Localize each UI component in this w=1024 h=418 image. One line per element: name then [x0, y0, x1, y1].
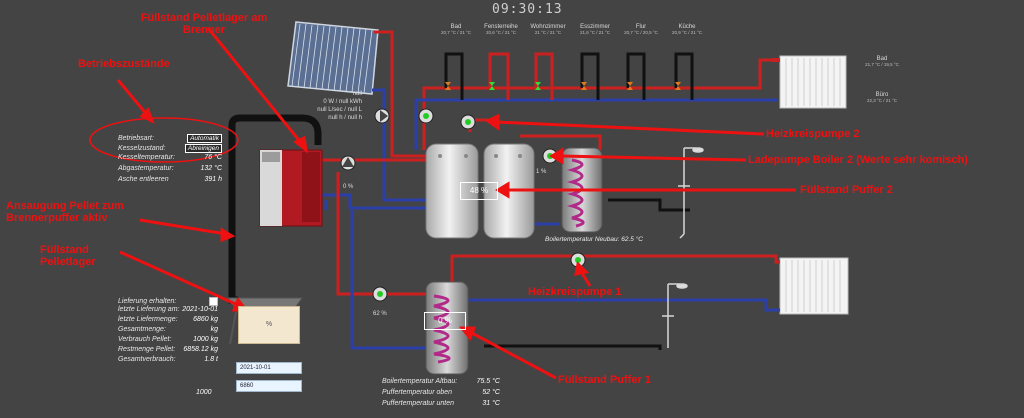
delivery-amount-input[interactable]: 6860 — [236, 380, 302, 392]
boiler-neubau-temp: Boilertemperatur Neubau: 62.5 °C — [545, 236, 643, 243]
altbau-label: Puffertemperatur unten — [382, 400, 454, 407]
betriebsart-label: Betriebsart: — [118, 134, 154, 142]
pump-percent: 0 % — [343, 184, 354, 190]
room-temp: 20,9 °C / 21 °C — [671, 30, 703, 35]
altbau-value: 52 °C — [482, 389, 500, 396]
delivery-value: 1.8 t — [204, 356, 218, 363]
pump-icon — [374, 108, 390, 124]
room-temp: 21,6 °C / 21 °C — [579, 30, 611, 35]
altbau-value: 31 °C — [482, 400, 500, 407]
room-name: Wohnzimmer — [530, 24, 566, 30]
room-name: Küche — [678, 24, 696, 30]
asche-value: 391 h — [204, 176, 222, 183]
solar-line: null h / null h — [328, 115, 362, 121]
room-temp: 21,7 °C / 19,5 °C — [865, 62, 899, 67]
room-label-bad-radiator: Bad 21,7 °C / 19,5 °C — [858, 56, 906, 67]
room-name: Flur — [635, 24, 647, 30]
room-label-bad: Bad 20,7 °C / 21 °C — [436, 24, 476, 35]
delivery-value: 6858.12 kg — [183, 346, 218, 353]
abgastemp-label: Abgastemperatur: — [118, 165, 174, 172]
pump-icon — [418, 108, 434, 124]
status-panel: Betriebsart: Automatik Kesselzustand: Ab… — [118, 133, 222, 187]
annotation-ellipse — [89, 117, 239, 163]
delivery-label: Gesamtverbrauch: — [118, 356, 176, 363]
radiator-top — [772, 55, 847, 109]
altbau-label: Boilertemperatur Altbau: — [382, 378, 458, 385]
room-label-wohnzimmer: Wohnzimmer 21 °C / 21 °C — [524, 24, 572, 35]
annotation-ladepumpe: Ladepumpe Boiler 2 (Werte sehr komisch) — [748, 154, 968, 166]
delivery-label: letzte Lieferung am: — [118, 306, 180, 313]
room-temp: 21 °C / 21 °C — [534, 30, 562, 35]
delivery-label: Gesamtmenge: — [118, 326, 166, 333]
room-label-buero: Büro 22,3 °C / 21 °C — [858, 92, 906, 103]
kesselzustand-value[interactable]: Abreinigen — [184, 144, 222, 153]
delivery-value: 2021-10-01 — [182, 306, 218, 313]
delivery-label: Lieferung erhalten: — [118, 297, 177, 305]
delivery-label: letzte Liefermenge: — [118, 316, 178, 323]
kesseltemp-value: 76 °C — [204, 154, 222, 161]
pump-percent: 1 % — [536, 169, 547, 175]
delivery-value: kg — [210, 326, 218, 333]
annotation-ansaugung: Ansaugung Pellet zum Brennerpuffer aktiv — [6, 200, 124, 224]
delivery-date-input[interactable]: 2021-10-01 — [236, 362, 302, 374]
kesseltemp-label: Kesseltemperatur: — [118, 154, 175, 161]
delivery-value: 6860 kg — [193, 316, 218, 323]
delivery-panel: Lieferung erhalten: letzte Lieferung am:… — [118, 296, 218, 366]
room-temp: 20,6 °C / 21 °C — [485, 30, 517, 35]
room-label-kueche: Küche 20,9 °C / 21 °C — [664, 24, 710, 35]
room-label-flur: Flur 20,7 °C / 20,5 °C — [618, 24, 664, 35]
abgastemp-value: 132 °C — [200, 165, 222, 172]
clock: 09:30:13 — [492, 2, 563, 17]
solar-line: 0 W / null kWh — [323, 99, 362, 105]
pellet-boiler — [259, 149, 323, 227]
boiler-altbau — [425, 281, 469, 375]
solar-readout: null 0 W / null kWh null L/sec / null L … — [300, 90, 362, 122]
delivery-value: 1000 kg — [193, 336, 218, 343]
radiator-bottom — [779, 257, 849, 315]
room-label-esszimmer: Esszimmer 21,6 °C / 21 °C — [572, 24, 618, 35]
pellet-level: % — [238, 306, 300, 344]
altbau-value: 75.5 °C — [476, 378, 500, 385]
room-temp: 20,7 °C / 21 °C — [440, 30, 472, 35]
annotation-fuellstand-lager: Füllstand Pelletlager — [40, 244, 96, 268]
delivery-total: 1000 — [196, 389, 212, 396]
betriebsart-value[interactable]: Automatik — [187, 133, 222, 143]
solar-line: null — [352, 91, 362, 97]
solar-collector — [287, 21, 379, 95]
room-label-fensterreihe: Fensterreihe 20,6 °C / 21 °C — [478, 24, 524, 35]
annotation-heizkreispumpe1: Heizkreispumpe 1 — [528, 286, 622, 298]
room-name: Fensterreihe — [484, 24, 518, 30]
annotation-betriebszustaende: Betriebszustände — [78, 58, 170, 70]
puffer1-level: 0 % — [424, 312, 466, 330]
delivery-label: Verbrauch Pellet: — [118, 336, 172, 343]
annotation-fuellstand-puffer2: Füllstand Puffer 2 — [800, 184, 893, 196]
kesselzustand-label: Kesselzustand: — [118, 145, 166, 152]
shower-bottom — [662, 283, 688, 348]
altbau-label: Puffertemperatur oben — [382, 389, 453, 396]
delivery-label: Restmenge Pellet: — [118, 346, 176, 353]
room-temp: 20,7 °C / 20,5 °C — [624, 30, 658, 35]
pump-icon — [460, 114, 476, 130]
room-name: Bad — [450, 24, 462, 30]
solar-line: null L/sec / null L — [317, 107, 362, 113]
room-name: Büro — [875, 92, 889, 98]
pump-percent: 62 % — [373, 311, 387, 317]
pump-icon — [372, 286, 388, 302]
annotation-fuellstand-brenner: Füllstand Pelletlager am Brenner — [140, 12, 268, 36]
room-name: Esszimmer — [580, 24, 610, 30]
shower-top — [678, 147, 704, 239]
puffer2-level: 48 % — [460, 182, 498, 200]
pump-icon — [340, 155, 356, 171]
floor-heating-loops — [444, 52, 694, 100]
room-temp: 22,3 °C / 21 °C — [866, 98, 898, 103]
annotation-heizkreispumpe2: Heizkreispumpe 2 — [766, 128, 860, 140]
annotation-fuellstand-puffer1: Füllstand Puffer 1 — [558, 374, 651, 386]
asche-label: Asche entleeren — [118, 176, 169, 183]
delivery-checkbox[interactable] — [209, 296, 218, 306]
room-name: Bad — [876, 56, 888, 62]
altbau-panel: Boilertemperatur Altbau: 75.5 °C Puffert… — [382, 378, 500, 411]
